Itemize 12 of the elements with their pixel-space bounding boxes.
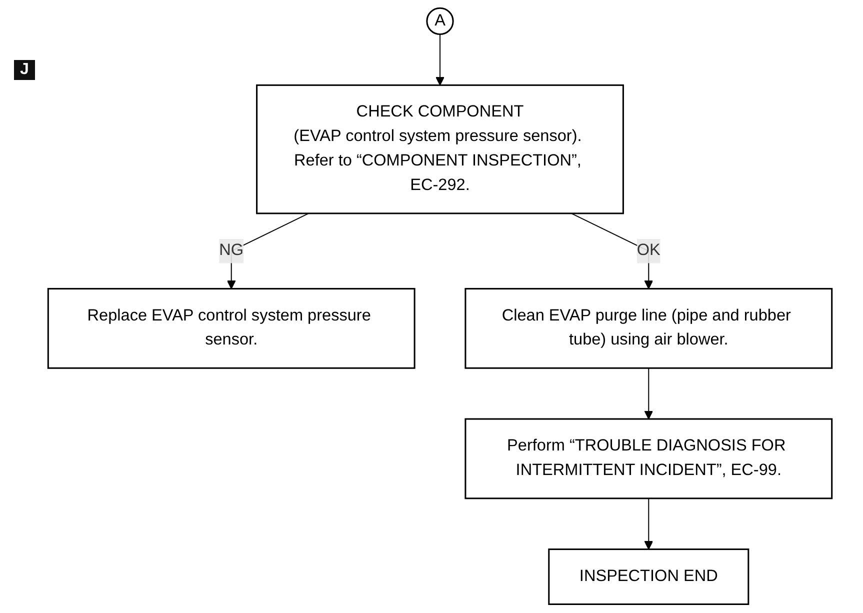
arrow (644, 368, 654, 420)
node-box: Perform “TROUBLE DIAGNOSIS FOR INTERMITTENT INCIDENT”, EC-99. (464, 418, 833, 500)
edge-label: NG (219, 242, 244, 260)
node-box: CHECK COMPONENT (EVAP control system pressure sensor). Refer to “COMPONENT INSPECTION”, EC-292. (256, 84, 624, 214)
node-box: Replace EVAP control system pressure sensor. (47, 288, 416, 369)
edge-label: OK (636, 242, 660, 260)
step-marker: J (14, 60, 35, 80)
arrow (436, 34, 444, 86)
node-box: INSPECTION END (548, 548, 750, 605)
arrow (644, 498, 654, 550)
node-circle: A (426, 7, 454, 36)
node-box: Clean EVAP purge line (pipe and rubber tube) using air blower. (464, 288, 833, 369)
